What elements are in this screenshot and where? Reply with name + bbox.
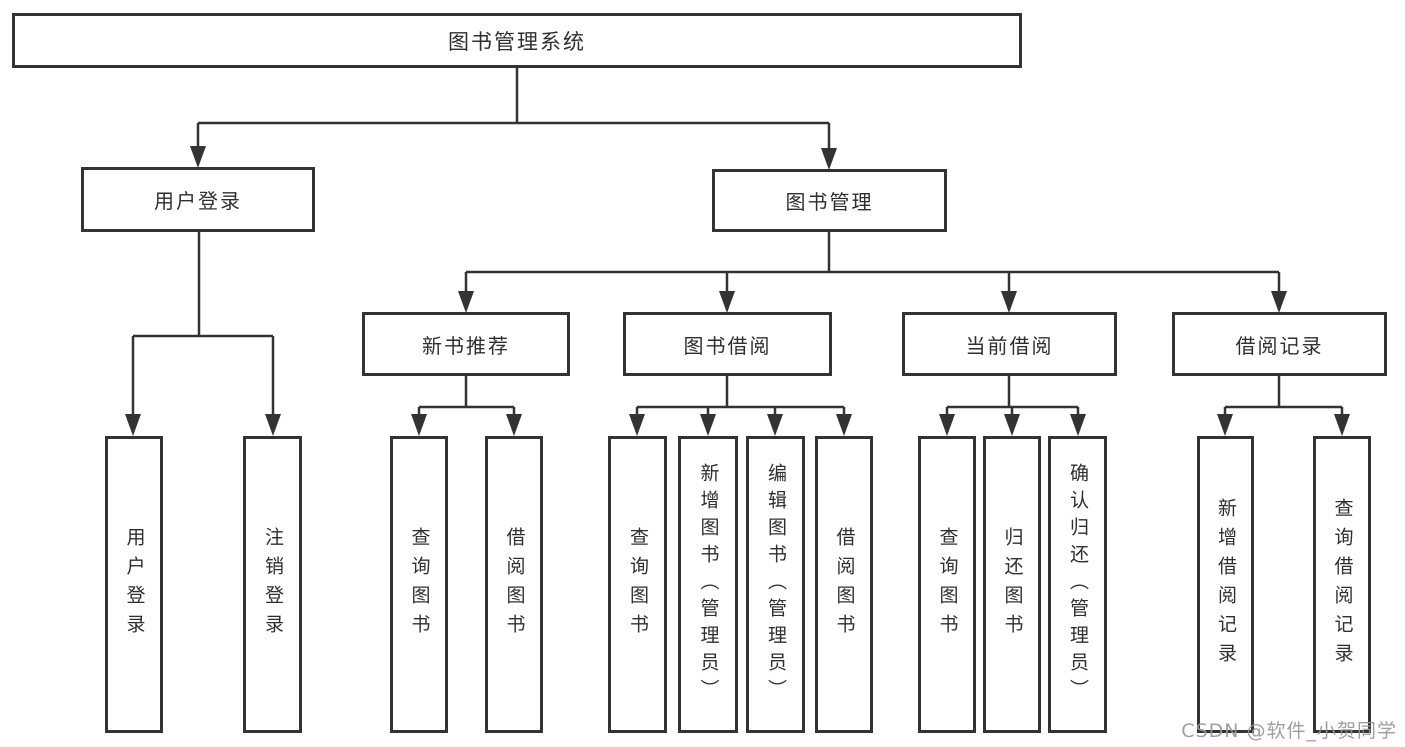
leaf-label: 新增借阅记录 xyxy=(1215,497,1237,672)
node-label: 图书管理 xyxy=(785,190,874,214)
leaf-label: 注销登录 xyxy=(262,526,284,643)
leaf-query-books-recommend: 查询图书 xyxy=(390,436,448,733)
leaf-edit-books-admin: 编辑图书（管理员） xyxy=(746,436,805,733)
leaf-add-borrow-record: 新增借阅记录 xyxy=(1197,436,1254,733)
leaf-label: 编辑图书（管理员） xyxy=(765,463,787,706)
leaf-query-books-current: 查询图书 xyxy=(918,436,976,733)
leaf-label: 归还图书 xyxy=(1001,526,1024,643)
leaf-label: 查询图书 xyxy=(408,526,431,643)
node-book-borrowing: 图书借阅 xyxy=(623,312,832,376)
node-label: 借阅记录 xyxy=(1235,333,1324,358)
leaf-label: 查询图书 xyxy=(627,526,649,643)
watermark: CSDN @软件_小贺同学 xyxy=(1181,720,1397,742)
node-new-book-recommend: 新书推荐 xyxy=(362,312,570,376)
leaf-confirm-return-admin: 确认归还（管理员） xyxy=(1048,436,1107,733)
node-library-management-system: 图书管理系统 xyxy=(12,13,1022,68)
leaf-label: 新增图书（管理员） xyxy=(697,463,720,706)
leaf-label: 确认归还（管理员） xyxy=(1067,463,1089,706)
node-book-management: 图书管理 xyxy=(712,169,947,232)
node-borrowing-records: 借阅记录 xyxy=(1172,312,1387,376)
leaf-query-borrow-record: 查询借阅记录 xyxy=(1313,436,1371,733)
node-label: 用户登录 xyxy=(154,189,242,213)
leaf-label: 借阅图书 xyxy=(833,526,856,643)
node-label: 图书管理系统 xyxy=(448,29,586,54)
leaf-user-login: 用户登录 xyxy=(105,436,163,733)
node-label: 当前借阅 xyxy=(965,333,1054,358)
leaf-logout: 注销登录 xyxy=(243,436,302,733)
leaf-add-books-admin: 新增图书（管理员） xyxy=(678,436,738,733)
leaf-label: 用户登录 xyxy=(123,526,146,643)
node-label: 图书借阅 xyxy=(683,333,772,358)
leaf-query-books-borrowing: 查询图书 xyxy=(608,436,667,733)
node-user-login: 用户登录 xyxy=(81,167,315,232)
leaf-label: 借阅图书 xyxy=(503,526,526,643)
leaf-borrow-books-recommend: 借阅图书 xyxy=(485,436,543,733)
leaf-return-books: 归还图书 xyxy=(983,436,1041,733)
node-label: 新书推荐 xyxy=(422,333,510,358)
node-current-borrowing: 当前借阅 xyxy=(902,312,1117,376)
leaf-label: 查询借阅记录 xyxy=(1331,497,1354,672)
leaf-label: 查询图书 xyxy=(936,526,959,643)
leaf-borrow-books: 借阅图书 xyxy=(815,436,873,733)
